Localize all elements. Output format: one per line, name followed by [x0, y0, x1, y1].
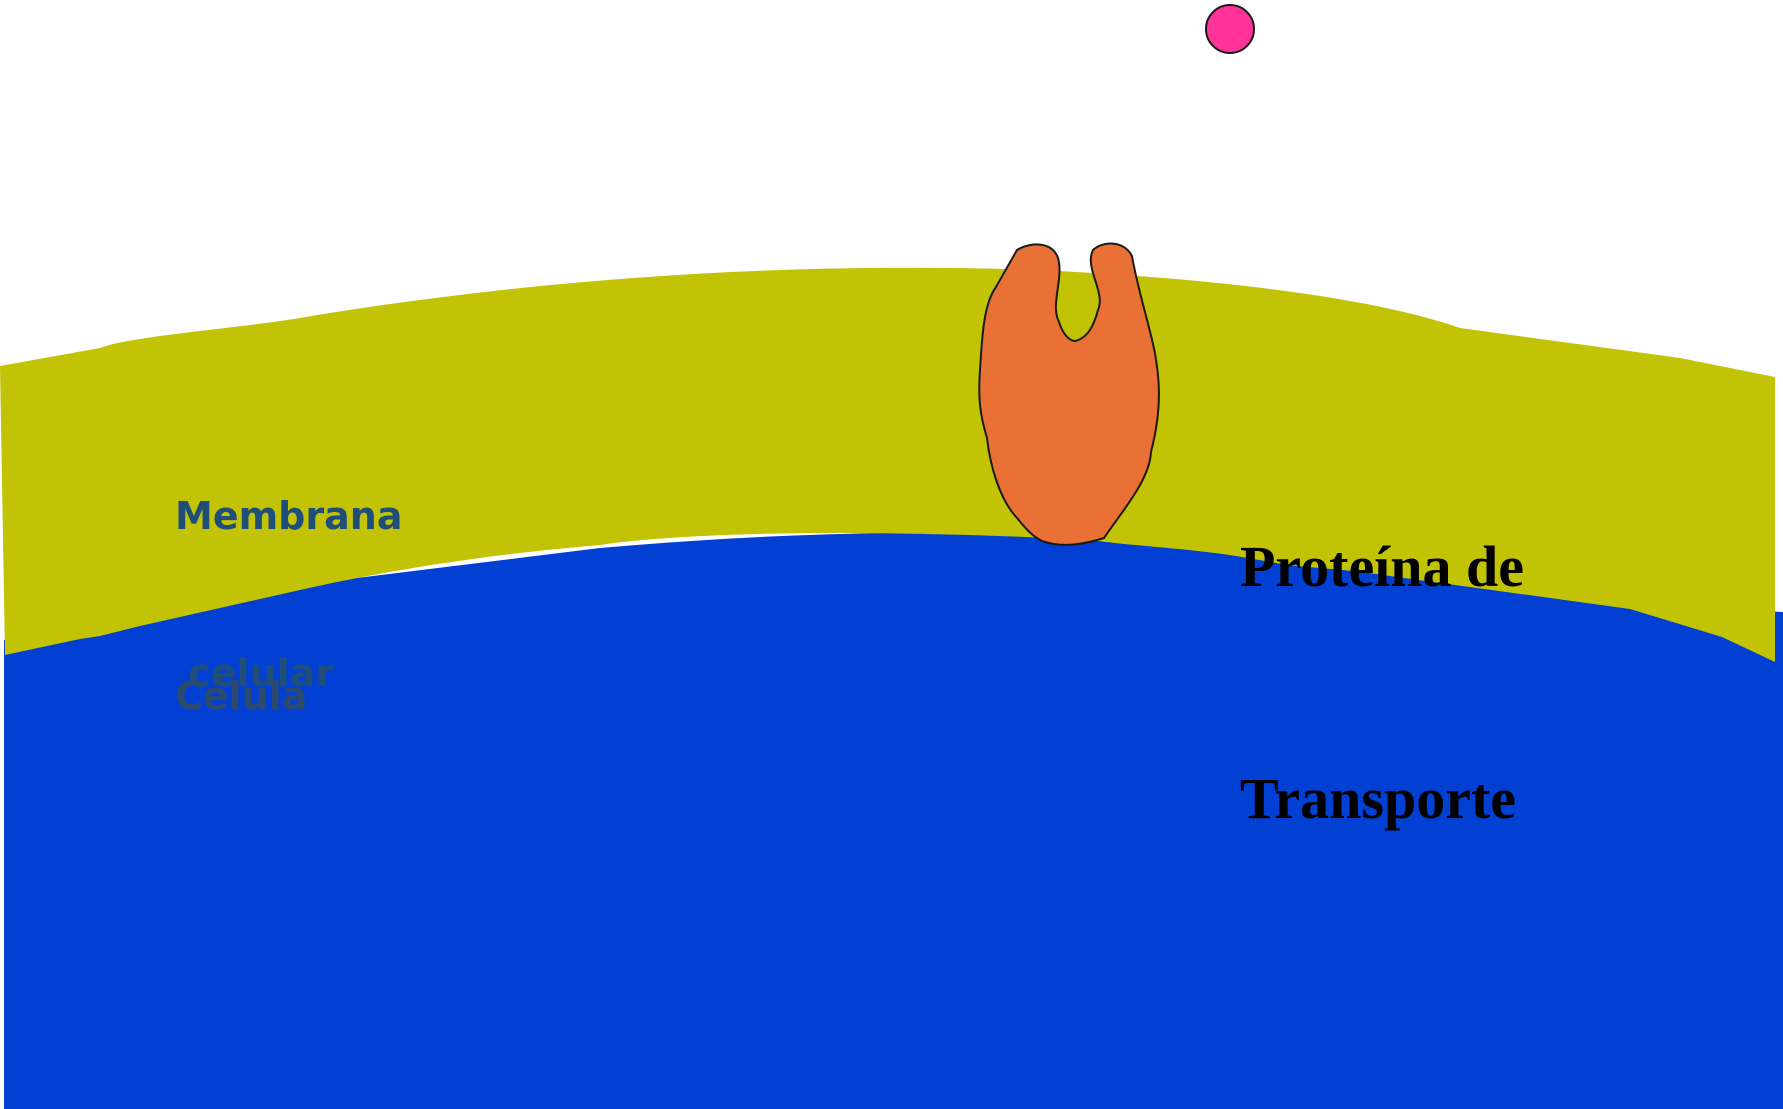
molecule	[1206, 5, 1254, 53]
cell-label: Célula	[175, 674, 307, 718]
membrane-label-line-1: Membrana	[175, 490, 402, 542]
protein-label-line-2: Transporte	[1240, 760, 1524, 837]
protein-label: Proteína de Transporte	[1240, 374, 1524, 914]
protein-label-line-1: Proteína de	[1240, 528, 1524, 605]
